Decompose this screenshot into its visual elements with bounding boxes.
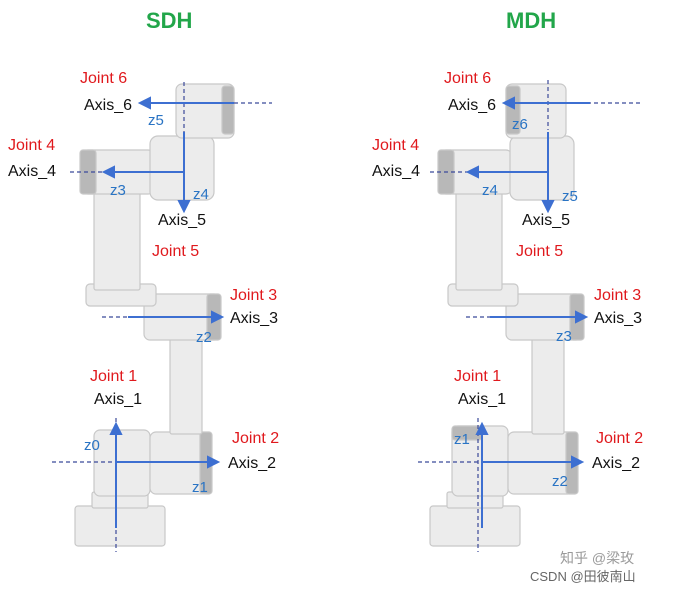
label-z-mid-right: z4 [193, 186, 209, 203]
label-z-j2: z1 [192, 479, 208, 496]
watermark-csdn: CSDN @田彼南山 [530, 569, 636, 584]
label-axis4: Axis_4 [8, 163, 57, 180]
upper-link [455, 187, 503, 291]
arrows-sdh [101, 96, 234, 528]
label-z-mid-left: z4 [482, 182, 498, 199]
label-joint4: Joint 4 [372, 137, 420, 154]
label-joint6: Joint 6 [444, 70, 492, 87]
joint6-cap [221, 85, 235, 135]
label-joint2: Joint 2 [596, 430, 644, 447]
label-axis5: Axis_5 [158, 212, 207, 229]
label-z-base: z1 [454, 431, 470, 448]
label-joint5: Joint 5 [516, 243, 564, 260]
arrowhead-axis6 [501, 96, 515, 110]
label-joint2: Joint 2 [232, 430, 280, 447]
arrowhead-axis3 [575, 310, 589, 324]
arrowhead-axis1 [475, 421, 489, 435]
label-joint3: Joint 3 [230, 287, 278, 304]
arrowhead-axis5 [177, 200, 191, 214]
arrowhead-axis3 [211, 310, 225, 324]
label-joint4: Joint 4 [8, 137, 56, 154]
label-z-mid-right: z5 [562, 188, 578, 205]
lower-link [531, 333, 565, 435]
label-joint5: Joint 5 [152, 243, 200, 260]
arrowhead-axis1 [109, 421, 123, 435]
joint6-cap [505, 85, 521, 135]
arrowhead-axis2 [571, 455, 585, 469]
label-joint3: Joint 3 [594, 287, 642, 304]
arrowhead-axis6 [137, 96, 151, 110]
label-joint6: Joint 6 [80, 70, 128, 87]
arrows-mdh [465, 96, 590, 528]
label-joint1: Joint 1 [454, 368, 502, 385]
label-axis1: Axis_1 [94, 391, 143, 408]
label-z-mid-left: z3 [110, 182, 126, 199]
label-axis3: Axis_3 [594, 310, 643, 327]
panel-title-sdh: SDH [146, 8, 193, 33]
label-z-j3: z3 [556, 328, 572, 345]
label-axis1: Axis_1 [458, 391, 507, 408]
arrowhead-axis4 [465, 165, 479, 179]
panel-title-mdh: MDH [506, 8, 557, 33]
label-z-upper: z5 [148, 112, 164, 129]
label-axis5: Axis_5 [522, 212, 571, 229]
watermark-zhihu: 知乎 @梁玫 [560, 550, 635, 566]
label-axis6: Axis_6 [448, 97, 497, 114]
label-z-j3: z2 [196, 329, 212, 346]
arrowhead-axis2 [207, 455, 221, 469]
label-axis3: Axis_3 [230, 310, 279, 327]
arrowhead-axis5 [541, 200, 555, 214]
label-axis2: Axis_2 [592, 455, 641, 472]
arrowhead-axis4 [101, 165, 115, 179]
label-z-base: z0 [84, 437, 100, 454]
label-z-upper: z6 [512, 116, 528, 133]
base-block [429, 505, 521, 547]
label-joint1: Joint 1 [90, 368, 138, 385]
label-axis4: Axis_4 [372, 163, 421, 180]
label-z-j2: z2 [552, 473, 568, 490]
label-axis6: Axis_6 [84, 97, 133, 114]
label-axis2: Axis_2 [228, 455, 277, 472]
